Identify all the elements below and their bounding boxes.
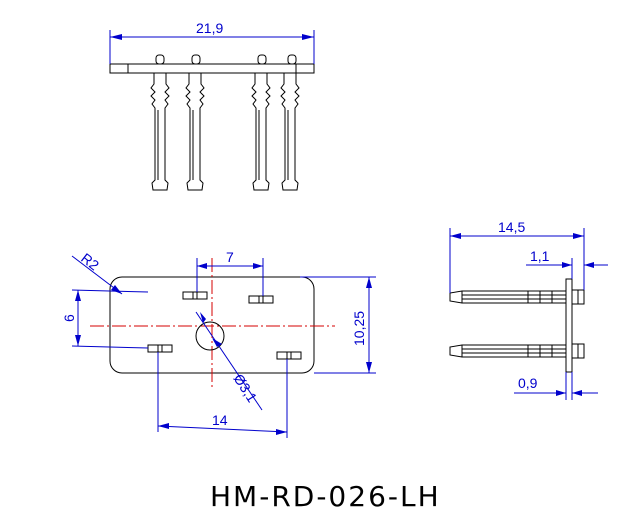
row-spacing-dimension: 6 bbox=[61, 289, 149, 349]
side-view-pin-upper bbox=[449, 289, 585, 305]
dim-span-label: 14 bbox=[212, 412, 228, 428]
dim-hole-label: Ø3,1 bbox=[230, 371, 260, 405]
front-view-pin-top-right bbox=[248, 295, 274, 304]
height-dimension: 10,25 bbox=[300, 276, 376, 374]
side-view-plate bbox=[565, 278, 573, 373]
dim-width-label: 21,9 bbox=[196, 20, 223, 36]
side-view-pin-lower bbox=[449, 343, 585, 359]
top-view-width-dimension: 21,9 bbox=[109, 20, 315, 64]
front-view: R2 7 6 10,25 bbox=[61, 249, 376, 438]
side-plate-dimension: 0,9 bbox=[514, 372, 598, 400]
top-view-plate bbox=[109, 63, 315, 74]
drawing-title: HM-RD-026-LH bbox=[210, 480, 441, 513]
dim-pitch-label: 7 bbox=[226, 249, 234, 265]
top-view: 21,9 bbox=[109, 20, 315, 191]
top-view-pin-2 bbox=[185, 54, 205, 191]
dim-plate-label: 0,9 bbox=[518, 375, 538, 391]
dim-height-label: 10,25 bbox=[351, 311, 367, 346]
dim-row-spacing-label: 6 bbox=[61, 314, 77, 322]
dim-radius-label: R2 bbox=[78, 250, 102, 274]
center-hole bbox=[195, 321, 225, 351]
hole-diameter-dimension: Ø3,1 bbox=[195, 311, 263, 411]
top-view-pin-1 bbox=[150, 54, 170, 191]
top-view-pin-4 bbox=[280, 54, 300, 191]
pitch-dimension: 7 bbox=[196, 249, 264, 296]
front-view-pin-top-left bbox=[182, 291, 208, 300]
side-head-dimension: 1,1 bbox=[526, 248, 608, 290]
front-view-pin-bottom-right bbox=[276, 351, 302, 360]
side-view: 14,5 1,1 0,9 bbox=[449, 219, 608, 400]
front-view-pin-bottom-left bbox=[147, 344, 173, 353]
radius-dimension: R2 bbox=[71, 250, 123, 295]
dim-head-label: 1,1 bbox=[530, 248, 550, 264]
top-view-pin-3 bbox=[251, 54, 271, 191]
side-length-dimension: 14,5 bbox=[449, 219, 585, 293]
dim-length-label: 14,5 bbox=[498, 219, 525, 235]
span-dimension: 14 bbox=[157, 352, 288, 438]
